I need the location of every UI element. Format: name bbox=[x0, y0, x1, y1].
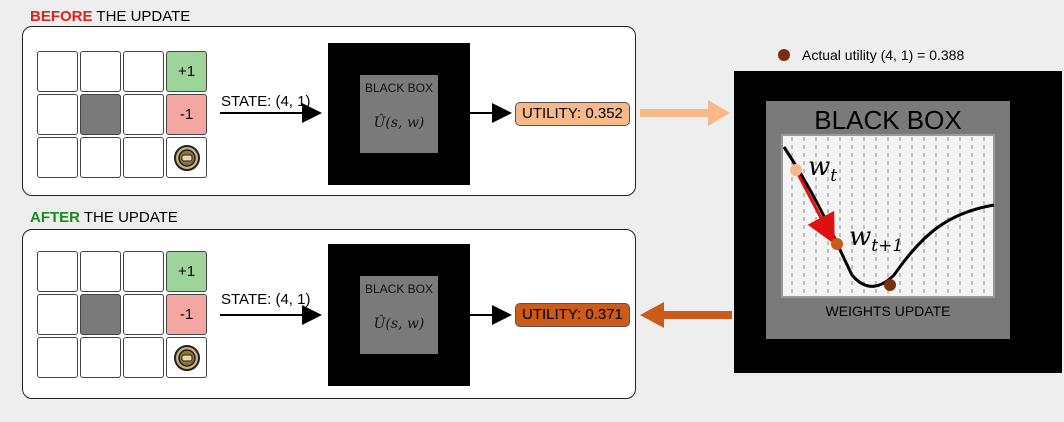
pit-cell: -1 bbox=[166, 294, 207, 335]
grid-cell bbox=[123, 337, 164, 378]
before-keyword: BEFORE bbox=[30, 8, 93, 25]
black-box: BLACK BOX Û(s, w) bbox=[328, 43, 470, 185]
black-box-title: BLACK BOX bbox=[364, 282, 434, 296]
before-panel: +1 -1 STATE: (4, 1) BLACK BOX Û(s, w) UT… bbox=[22, 26, 636, 196]
grid-cell bbox=[80, 251, 121, 292]
grid-cell bbox=[37, 294, 78, 335]
grid-cell bbox=[37, 137, 78, 178]
black-box-inner: BLACK BOX Û(s, w) bbox=[360, 276, 438, 354]
after-title-rest: THE UPDATE bbox=[80, 209, 178, 226]
grid-cell bbox=[80, 337, 121, 378]
pit-cell: -1 bbox=[166, 94, 207, 135]
grid-cell bbox=[37, 94, 78, 135]
grid-cell bbox=[123, 51, 164, 92]
grid-cell bbox=[37, 251, 78, 292]
utility-after-badge: UTILITY: 0.371 bbox=[515, 303, 630, 327]
weights-plot: wt wt+1 bbox=[781, 134, 995, 298]
state-label: STATE: (4, 1) bbox=[221, 93, 311, 110]
w-t1-label: wt+1 bbox=[849, 222, 903, 256]
robot-icon bbox=[173, 144, 200, 171]
after-panel: +1 -1 STATE: (4, 1) BLACK BOX Û(s, w) UT… bbox=[22, 229, 636, 399]
wall-cell bbox=[80, 94, 121, 135]
grid-cell bbox=[37, 337, 78, 378]
goal-cell: +1 bbox=[166, 251, 207, 292]
goal-cell: +1 bbox=[166, 51, 207, 92]
weights-update-label: WEIGHTS UPDATE bbox=[825, 303, 951, 319]
w-t1-point bbox=[831, 238, 843, 250]
after-keyword: AFTER bbox=[30, 209, 80, 226]
to-weights-arrow bbox=[640, 100, 730, 126]
black-box-formula: Û(s, w) bbox=[373, 316, 425, 332]
from-weights-arrow bbox=[640, 302, 732, 328]
before-title: BEFORE THE UPDATE bbox=[30, 8, 190, 25]
actual-utility-dot bbox=[778, 49, 790, 61]
robot-icon bbox=[173, 344, 200, 371]
grid-cell bbox=[80, 51, 121, 92]
w-t-point bbox=[790, 164, 802, 176]
utility-before-badge: UTILITY: 0.352 bbox=[515, 102, 630, 126]
grid-cell bbox=[37, 51, 78, 92]
grid-cell bbox=[80, 137, 121, 178]
black-box: BLACK BOX Û(s, w) bbox=[328, 244, 470, 386]
after-title: AFTER THE UPDATE bbox=[30, 209, 178, 226]
grid-cell bbox=[123, 94, 164, 135]
weights-black-box-title: BLACK BOX bbox=[814, 105, 962, 135]
weights-black-box-inner: BLACK BOX bbox=[766, 101, 1010, 339]
grid-cell bbox=[123, 137, 164, 178]
legend-text: Actual utility (4, 1) = 0.388 bbox=[802, 47, 965, 63]
grid-cell bbox=[123, 251, 164, 292]
before-title-rest: THE UPDATE bbox=[92, 8, 191, 25]
optimum-point bbox=[884, 279, 896, 291]
grid-cell bbox=[123, 294, 164, 335]
wall-cell bbox=[80, 294, 121, 335]
black-box-inner: BLACK BOX Û(s, w) bbox=[360, 75, 438, 153]
state-label: STATE: (4, 1) bbox=[221, 291, 311, 308]
black-box-title: BLACK BOX bbox=[364, 81, 434, 95]
black-box-formula: Û(s, w) bbox=[373, 115, 425, 131]
agent-cell bbox=[166, 337, 207, 378]
weights-black-box: BLACK BOX bbox=[734, 71, 1062, 373]
gradient-step-arrow bbox=[794, 169, 835, 245]
actual-utility-legend: Actual utility (4, 1) = 0.388 bbox=[778, 47, 964, 63]
w-t-label: wt bbox=[808, 152, 837, 186]
agent-cell bbox=[166, 137, 207, 178]
